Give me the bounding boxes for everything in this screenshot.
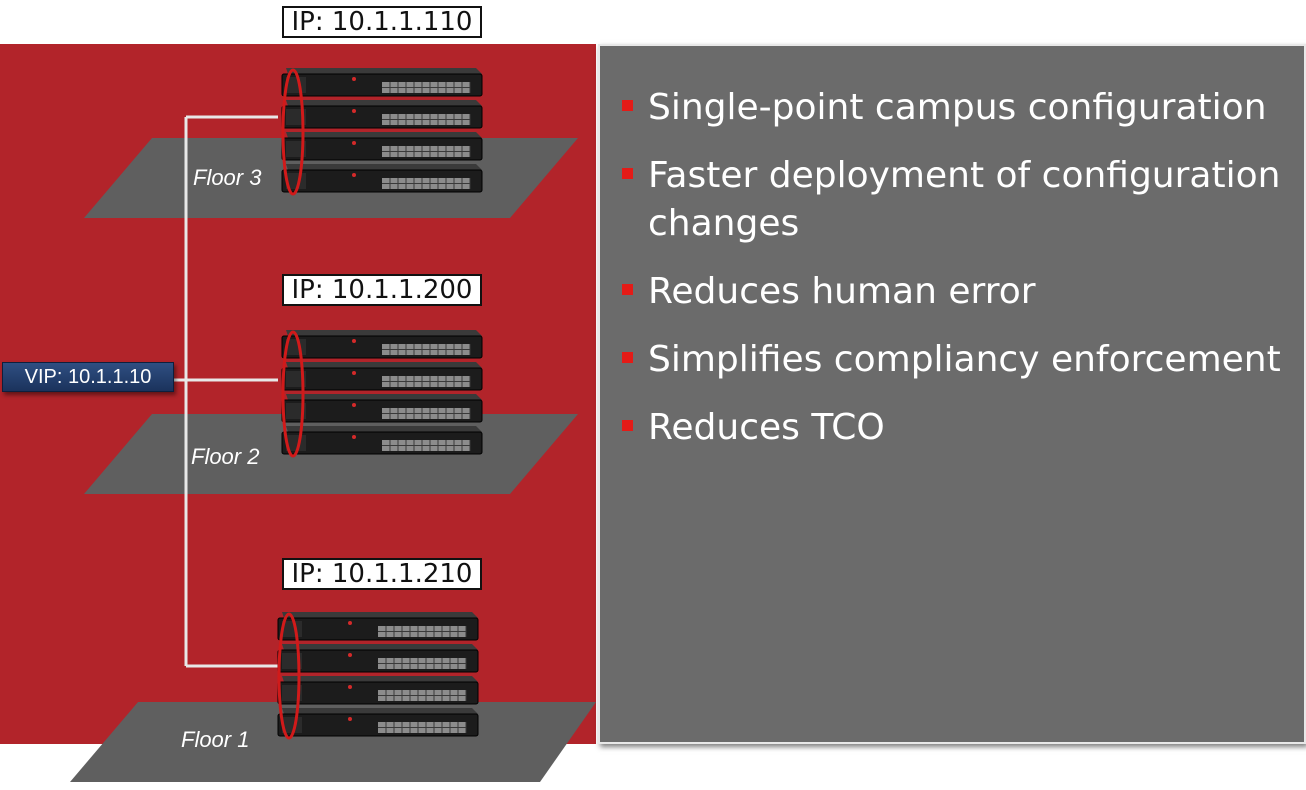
benefit-item: Reduces human error <box>620 268 1300 316</box>
benefits-list: Single-point campus configuration Faster… <box>620 84 1300 472</box>
switch-unit-icon <box>277 644 479 673</box>
stack-link-ring-icon <box>277 612 301 740</box>
benefit-text: Reduces human error <box>648 271 1036 312</box>
switch-unit-icon <box>277 612 479 641</box>
switch-unit-icon <box>281 164 483 193</box>
connector-lines <box>174 115 278 668</box>
bullet-square-icon <box>622 284 633 295</box>
floor-2-ip-label: IP: 10.1.1.200 <box>282 274 482 306</box>
switch-unit-icon <box>281 330 483 359</box>
benefit-text: Faster deployment of configuration chang… <box>648 155 1281 244</box>
benefits-panel: Single-point campus configuration Faster… <box>598 44 1306 744</box>
floor-3-switch-stack-icon <box>281 68 483 196</box>
floor-2-switch-stack-icon <box>281 330 483 458</box>
floor-3-ip-label: IP: 10.1.1.110 <box>282 6 482 38</box>
floor-1-ip-label: IP: 10.1.1.210 <box>282 558 482 590</box>
bullet-square-icon <box>622 420 633 431</box>
switch-unit-icon <box>281 362 483 391</box>
switch-unit-icon <box>277 708 479 737</box>
floor-2-label: Floor 2 <box>191 444 260 469</box>
floor-1-label: Floor 1 <box>181 727 250 752</box>
bullet-square-icon <box>622 352 633 363</box>
stack-link-ring-icon <box>281 68 305 196</box>
switch-unit-icon <box>281 132 483 161</box>
benefit-item: Simplifies compliancy enforcement <box>620 336 1300 384</box>
floor-3-label: Floor 3 <box>193 165 262 190</box>
switch-unit-icon <box>281 100 483 129</box>
switch-unit-icon <box>281 426 483 455</box>
stack-link-ring-icon <box>281 330 305 458</box>
benefit-text: Reduces TCO <box>648 407 885 448</box>
switch-unit-icon <box>281 394 483 423</box>
benefit-text: Simplifies compliancy enforcement <box>648 339 1281 380</box>
benefit-text: Single-point campus configuration <box>648 87 1267 128</box>
bullet-square-icon <box>622 100 633 111</box>
switch-unit-icon <box>277 676 479 705</box>
switch-unit-icon <box>281 68 483 97</box>
bullet-square-icon <box>622 168 633 179</box>
floor-1-switch-stack-icon <box>277 612 479 740</box>
benefit-item: Reduces TCO <box>620 404 1300 452</box>
benefit-item: Single-point campus configuration <box>620 84 1300 132</box>
vip-label: VIP: 10.1.1.10 <box>2 362 174 392</box>
benefit-item: Faster deployment of configuration chang… <box>620 152 1300 248</box>
